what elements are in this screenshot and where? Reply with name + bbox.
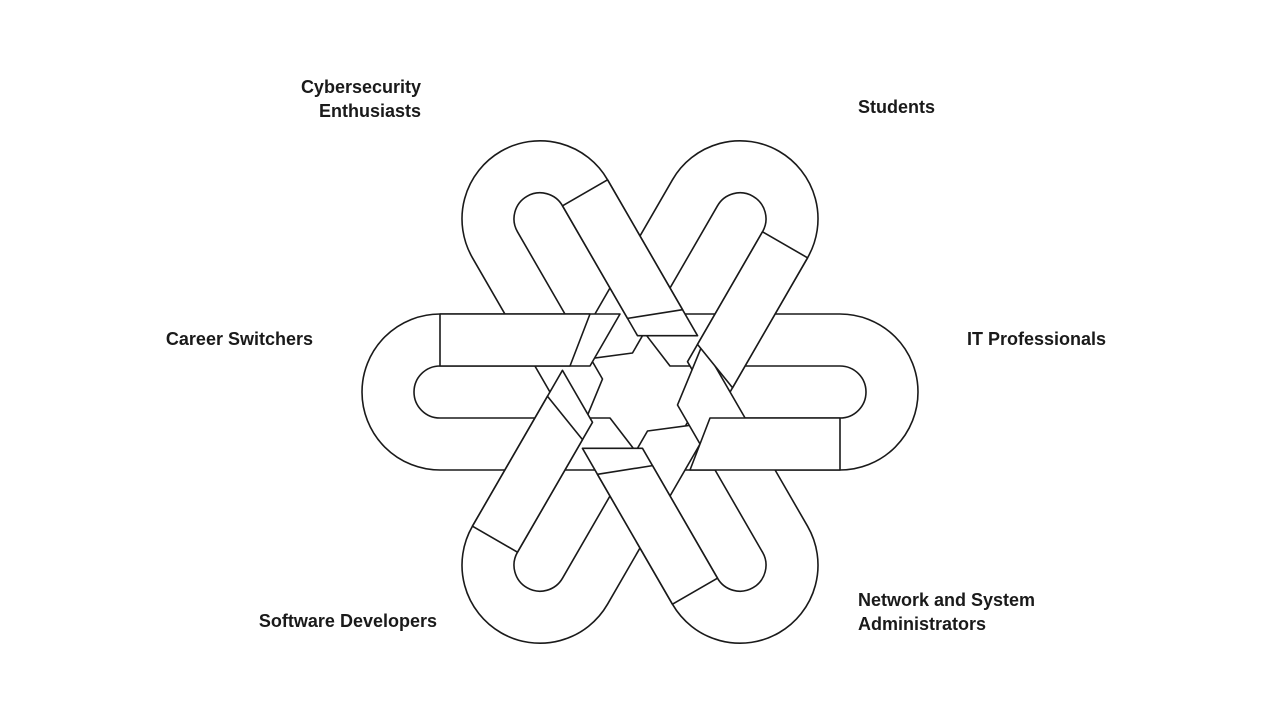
interlocking-loops [361, 140, 919, 644]
label-career-switchers: Career Switchers [166, 327, 313, 351]
knot-weave-2 [696, 230, 809, 389]
label-it-professionals: IT Professionals [967, 327, 1106, 351]
label-students-line-1: Students [858, 97, 936, 117]
knot-weave-3 [561, 178, 684, 320]
label-cybersecurity-line-2: Enthusiasts [318, 101, 421, 121]
label-career-switchers-line-1: Career Switchers [165, 329, 313, 349]
label-cybersecurity-line-1: Cybersecurity [300, 77, 421, 97]
knot-weave-segment-5 [471, 395, 584, 554]
knot-weave-segment-3 [561, 178, 684, 320]
label-software-developers-line-1: Software Developers [258, 611, 437, 631]
label-it-professionals-line-1: IT Professionals [967, 329, 1107, 349]
knot-weave-6 [596, 464, 719, 606]
label-students: Students [858, 95, 935, 119]
knot-weave-segment-4 [439, 313, 591, 367]
knot-weave-5 [471, 395, 584, 554]
label-software-developers: Software Developers [259, 609, 437, 633]
label-network-line-2: Administrators [858, 614, 987, 634]
knot-weave-segment-1 [689, 417, 841, 471]
knot-weave-segment-2 [696, 230, 809, 389]
label-cybersecurity-enthusiasts: Cybersecurity Enthusiasts [301, 75, 421, 123]
knot-weave-1 [689, 417, 841, 471]
label-network-line-1: Network and System [858, 590, 1036, 610]
label-network-system-administrators: Network and System Administrators [858, 588, 1035, 636]
knot-weave-4 [439, 313, 591, 367]
knot-weave-segment-6 [596, 464, 719, 606]
